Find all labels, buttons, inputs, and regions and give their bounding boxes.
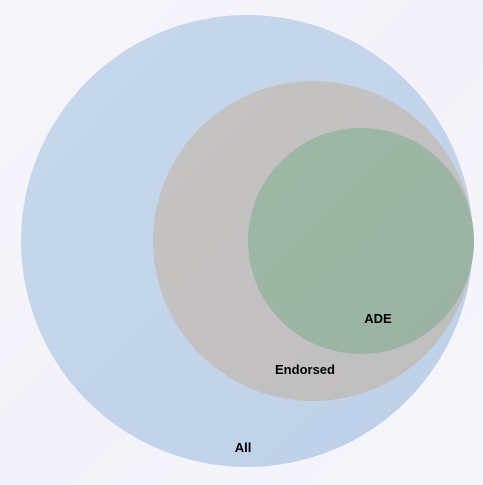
circle-ade	[248, 128, 474, 354]
label-endorsed: Endorsed	[275, 362, 335, 377]
label-ade: ADE	[364, 311, 392, 326]
label-all: All	[235, 440, 252, 455]
